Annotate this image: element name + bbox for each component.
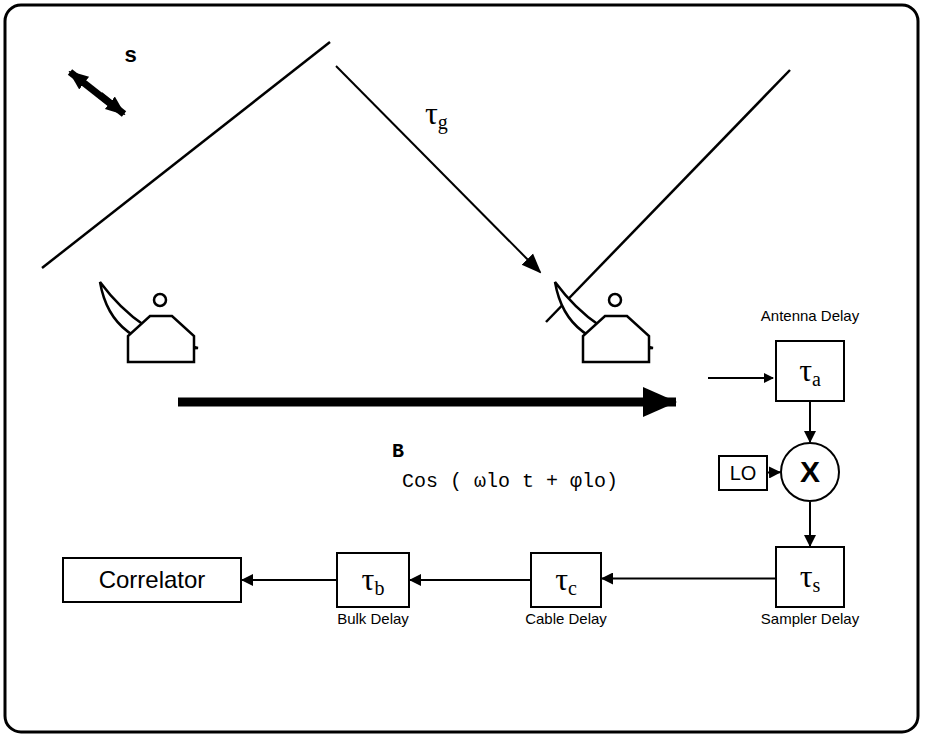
box-text: τb [362, 562, 385, 599]
antenna [555, 282, 653, 362]
box-caption: Antenna Delay [761, 307, 859, 324]
baseline-arrow [178, 398, 676, 407]
box-text: τa [799, 353, 821, 390]
wavefront [42, 42, 330, 268]
box-text: τc [555, 562, 577, 599]
signal-connector [768, 471, 780, 473]
signal-connector [410, 579, 530, 581]
signal-connector [809, 502, 811, 546]
lo-signal-label: Cos ( ωlo t + φlo) [402, 470, 618, 493]
antenna [100, 282, 198, 362]
baseline-label: B [392, 440, 404, 463]
geometric-delay-label: τg [425, 95, 448, 134]
box-caption: Cable Delay [525, 610, 607, 627]
signal-connector [242, 579, 336, 581]
box-caption: Bulk Delay [337, 610, 409, 627]
correlator-box: Correlator [62, 557, 242, 603]
bulk-delay-box: τbBulk Delay [336, 552, 410, 608]
delay-arrow [336, 66, 540, 272]
signal-connector [602, 578, 775, 580]
cable-delay-box: τcCable Delay [530, 552, 602, 608]
mixer-circle: X [780, 442, 840, 502]
sampler-delay-box: τsSampler Delay [775, 546, 845, 608]
box-text: Correlator [99, 566, 206, 594]
box-text: LO [730, 462, 757, 485]
box-text: τs [800, 559, 821, 596]
box-text: X [800, 455, 820, 489]
signal-wire [708, 377, 773, 379]
lo-box: LO [718, 455, 768, 491]
wavefront [546, 70, 790, 322]
signal-connector [809, 402, 811, 442]
frame [5, 5, 918, 732]
box-caption: Sampler Delay [761, 610, 859, 627]
source-direction [100, 95, 124, 114]
antenna-delay-box: Antenna Delayτa [775, 340, 845, 402]
source-vector-label: s [124, 44, 137, 69]
